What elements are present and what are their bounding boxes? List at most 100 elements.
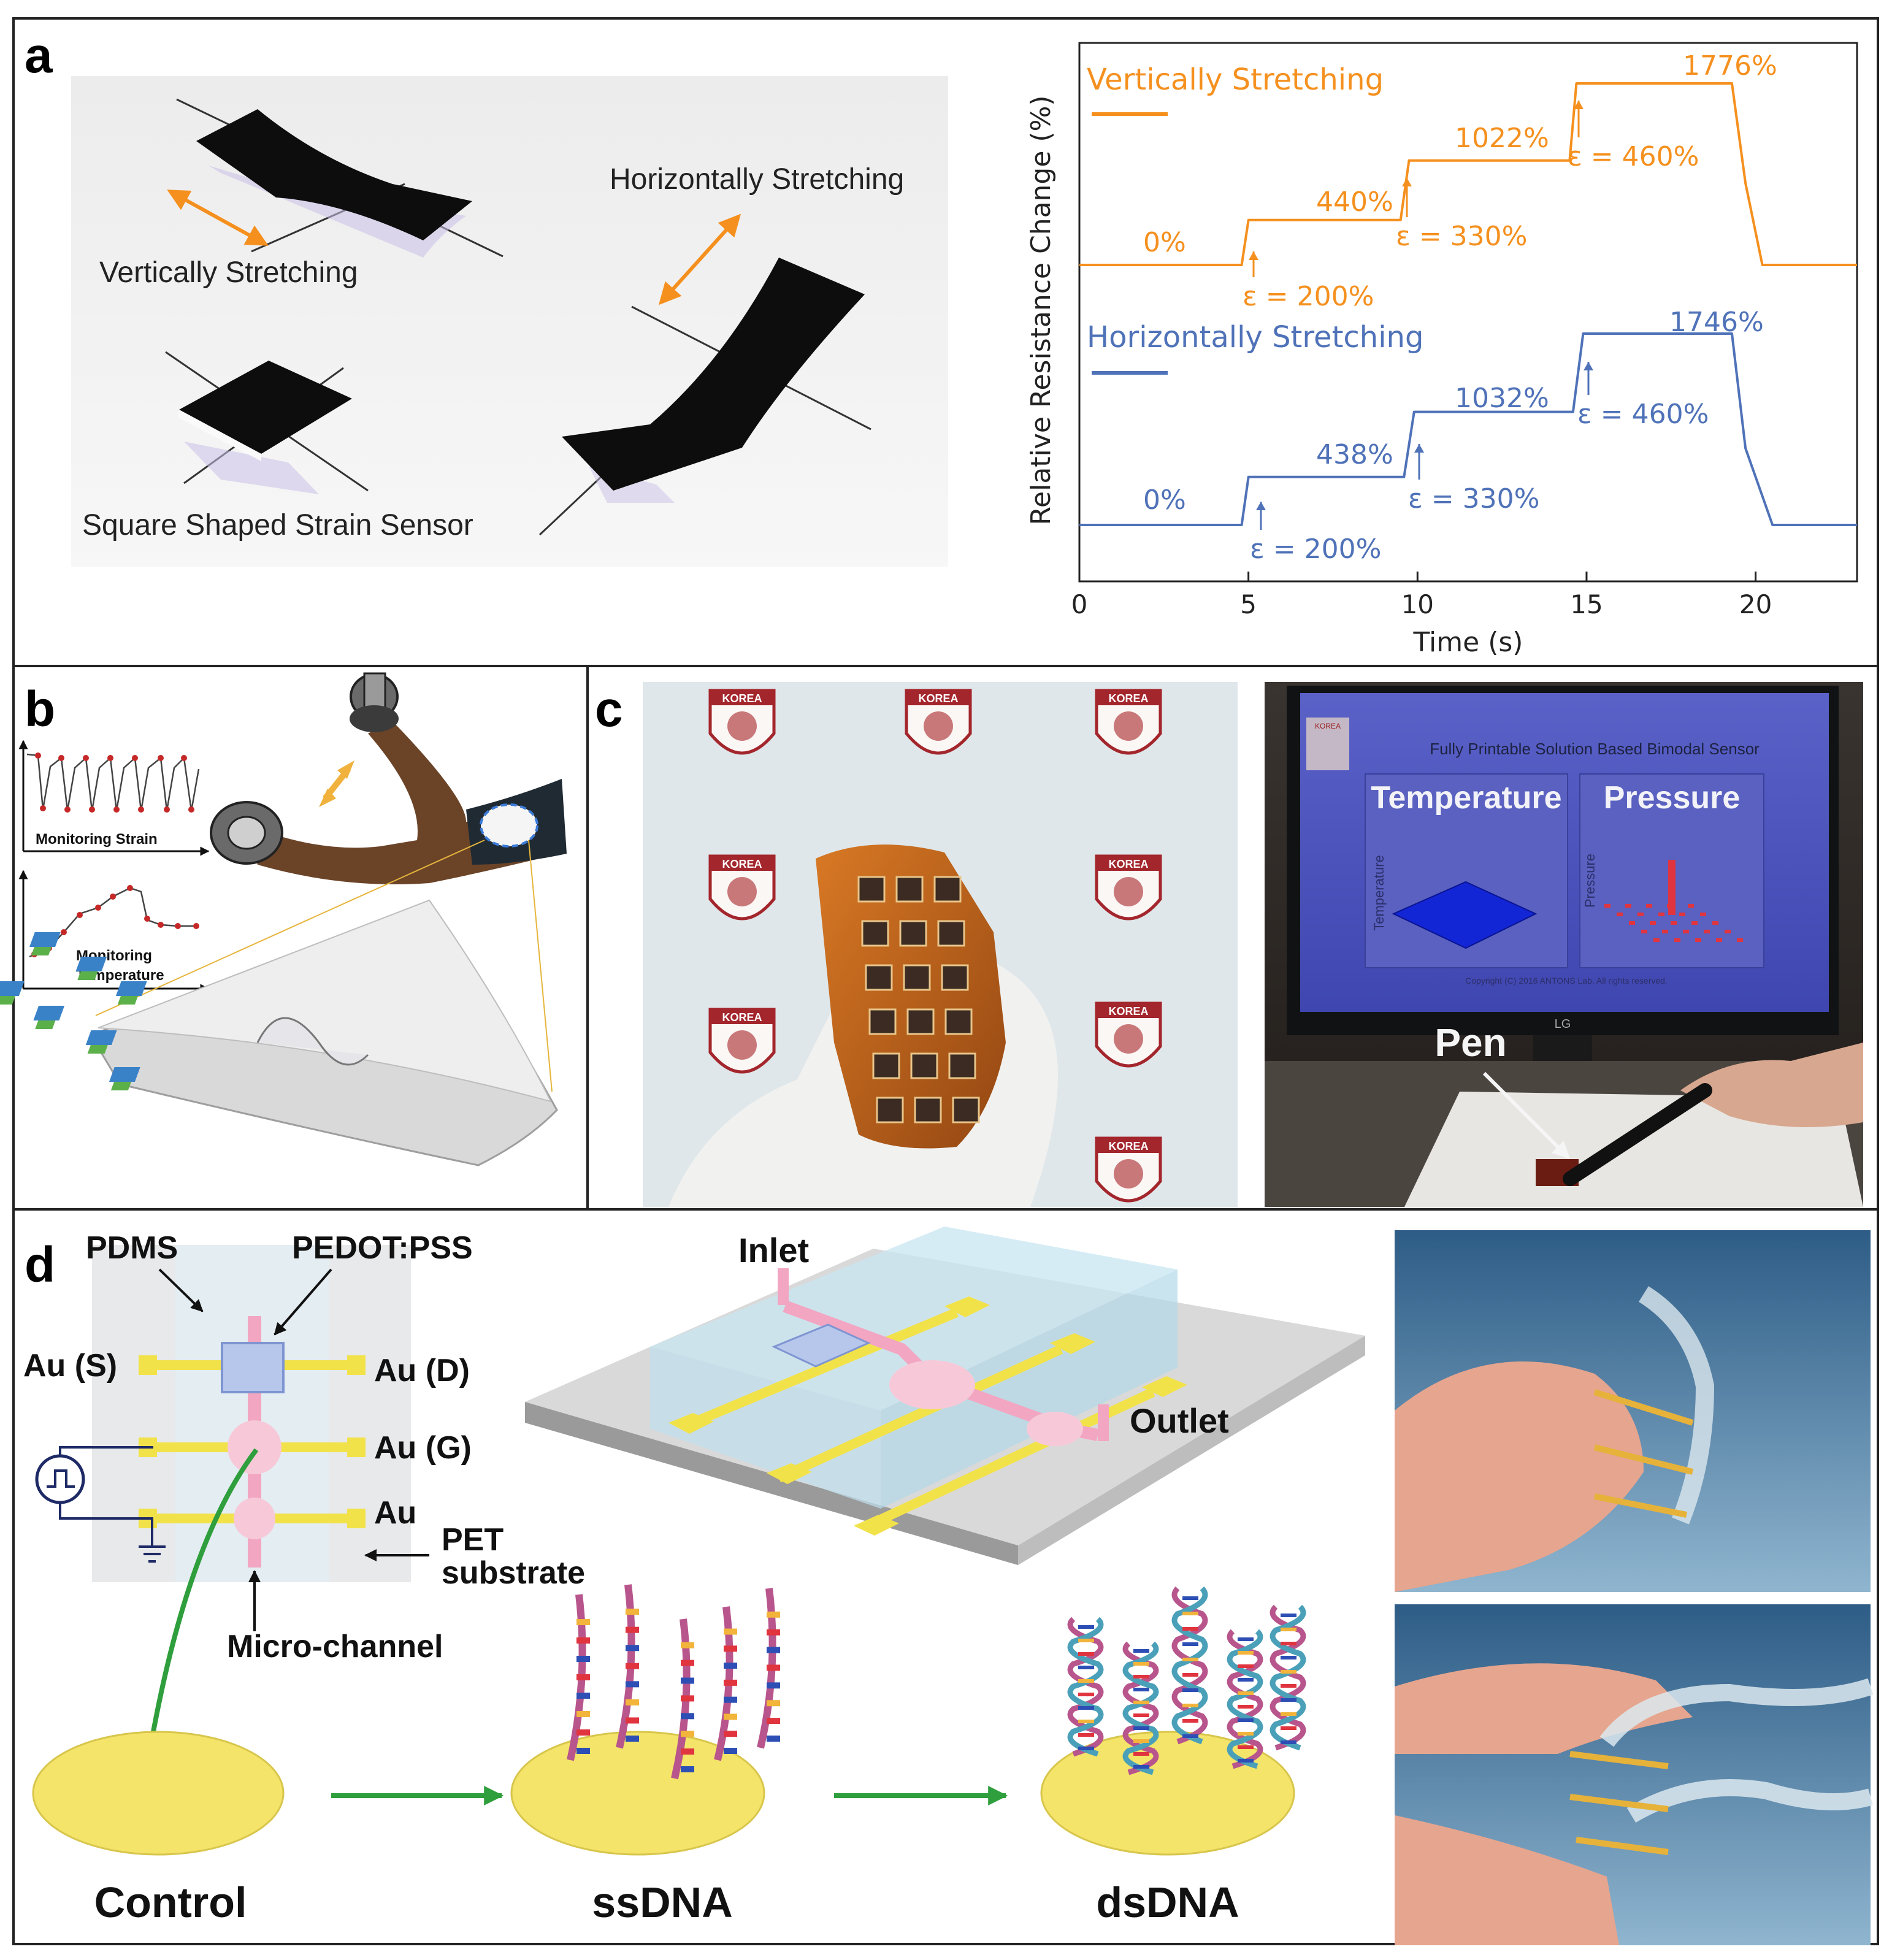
label-control: Control: [94, 1878, 247, 1926]
strain-arrow-head: [1402, 178, 1412, 186]
sensor-cell-pad: [31, 947, 52, 955]
pressure-cell: [1674, 938, 1680, 942]
foil-sensor-cell: [948, 1052, 976, 1079]
sensor-cell: [33, 1006, 65, 1020]
pressure-cell: [1604, 904, 1610, 908]
ssdna-strand: [567, 1594, 590, 1761]
label-au-s: Au (S): [23, 1348, 117, 1384]
pressure-cell: [1637, 913, 1644, 916]
pressure-axis-label: Pressure: [1582, 854, 1598, 908]
strain-arrow-head: [1414, 444, 1424, 453]
foil-sensor-cell: [933, 876, 962, 903]
korea-logo-text: KOREA: [722, 858, 762, 870]
sensor-cell-pad: [0, 996, 15, 1005]
step-label: 1032%: [1455, 383, 1549, 414]
foil-sensor-cell: [914, 1097, 942, 1124]
foil-sensor-cell: [899, 920, 927, 947]
foil-sensor-cell: [906, 1008, 935, 1035]
pressure-cell: [1683, 930, 1689, 933]
strain-arrow-head: [1584, 362, 1593, 370]
label-inlet: Inlet: [738, 1231, 809, 1269]
panel-a-illustration: Vertically Stretching Square Shaped Stra…: [71, 76, 948, 567]
sensor-cell-pad: [77, 971, 98, 980]
ground-icon: [139, 1545, 166, 1563]
panel-letter-c: c: [595, 681, 623, 737]
strain-label: ε = 460%: [1577, 399, 1709, 430]
pen-label: Pen: [1434, 1020, 1506, 1065]
legend-label-0: Vertically Stretching: [1087, 63, 1384, 97]
vertical-stretch-arrow: [167, 189, 269, 246]
label-pdms: PDMS: [86, 1230, 178, 1266]
dsdna-helix: [1122, 1641, 1159, 1775]
vertical-stretching-label: Vertically Stretching: [99, 256, 358, 289]
ssdna-electrode: [510, 1731, 765, 1856]
pressure-cell: [1712, 921, 1718, 925]
legend-label-1: Horizontally Stretching: [1087, 320, 1423, 354]
temperature-window-title: Temperature: [1371, 780, 1561, 816]
korea-logo: KOREA: [708, 689, 776, 755]
ssdna-strand: [616, 1584, 639, 1749]
ssdna-strand: [671, 1618, 694, 1780]
foil-sensor-cell: [944, 1008, 973, 1035]
strain-label: ε = 200%: [1243, 281, 1374, 312]
strain-label: ε = 200%: [1250, 534, 1381, 565]
dumbbell-upper: [350, 672, 399, 732]
dsdna-helix: [1270, 1604, 1306, 1751]
panel-letter-b: b: [25, 681, 55, 737]
pressure-cell: [1650, 921, 1656, 925]
screen-title: Fully Printable Solution Based Bimodal S…: [1430, 740, 1760, 758]
pressure-cell: [1629, 921, 1635, 925]
pressure-cell: [1704, 930, 1710, 933]
label-au-d: Au (D): [374, 1353, 470, 1388]
dsdna-helix: [1067, 1617, 1104, 1757]
korea-logo: KOREA: [1095, 1136, 1162, 1203]
sensor-cell-pad: [35, 1020, 56, 1029]
foil-sensor-cell: [861, 920, 889, 947]
screen-copyright: Copyright (C) 2016 ANTONS Lab. All right…: [1465, 976, 1668, 986]
korea-logo-text: KOREA: [722, 692, 762, 705]
panel-letter-a: a: [25, 28, 53, 83]
chart-x-axis-label: Time (s): [1413, 627, 1523, 658]
strain-arrow-head: [1256, 502, 1266, 510]
foil-sensor-cell: [872, 1052, 900, 1079]
sheet-curl: [256, 1017, 369, 1066]
label-au: Au: [374, 1495, 416, 1531]
arm-with-dumbbell: [210, 672, 567, 884]
panel-d-dna-process: Control ssDNA dsDNA: [32, 1584, 1306, 1926]
strain-label: ε = 460%: [1568, 141, 1699, 172]
foil-sensor-cell: [952, 1097, 980, 1124]
label-outlet: Outlet: [1130, 1401, 1229, 1440]
temperature-axis-label: Temperature: [1371, 855, 1387, 931]
sensor-cell: [29, 932, 61, 947]
label-dsdna: dsDNA: [1096, 1878, 1239, 1926]
series-line-0: [1079, 82, 1857, 266]
korea-logo: KOREA: [905, 689, 972, 755]
pressure-cell: [1653, 938, 1660, 942]
hand: [1680, 1043, 1863, 1127]
korea-logo-text: KOREA: [722, 1011, 762, 1024]
step-label: 440%: [1316, 186, 1393, 218]
step-label: 438%: [1316, 439, 1393, 470]
foil-sensor-cell: [895, 876, 924, 903]
x-tick-label: 5: [1240, 589, 1257, 619]
pressure-cell: [1737, 938, 1743, 942]
label-ssdna: ssDNA: [592, 1878, 733, 1926]
step-label: 1746%: [1669, 307, 1764, 338]
panel-letter-d: d: [25, 1237, 55, 1293]
pressure-cell: [1658, 913, 1664, 916]
pressure-cell: [1691, 921, 1698, 925]
x-tick-label: 15: [1570, 589, 1603, 619]
sensor-cell-pad: [87, 1045, 108, 1054]
korea-logo-text: KOREA: [1108, 692, 1148, 705]
monitor-logo-text: KOREA: [1315, 722, 1341, 730]
pen: [1563, 1083, 1712, 1186]
square-sensor-label: Square Shaped Strain Sensor: [82, 509, 473, 542]
horizontal-stretch-arrow: [658, 213, 741, 305]
label-micro-channel: Micro-channel: [227, 1629, 443, 1664]
panel-d-device-schematic: PDMS PEDOT:PSS Au (S) Au (D) Au (G) Au P…: [23, 1230, 585, 1769]
sensor-cell: [109, 1067, 140, 1082]
step-label: 1776%: [1683, 50, 1777, 82]
